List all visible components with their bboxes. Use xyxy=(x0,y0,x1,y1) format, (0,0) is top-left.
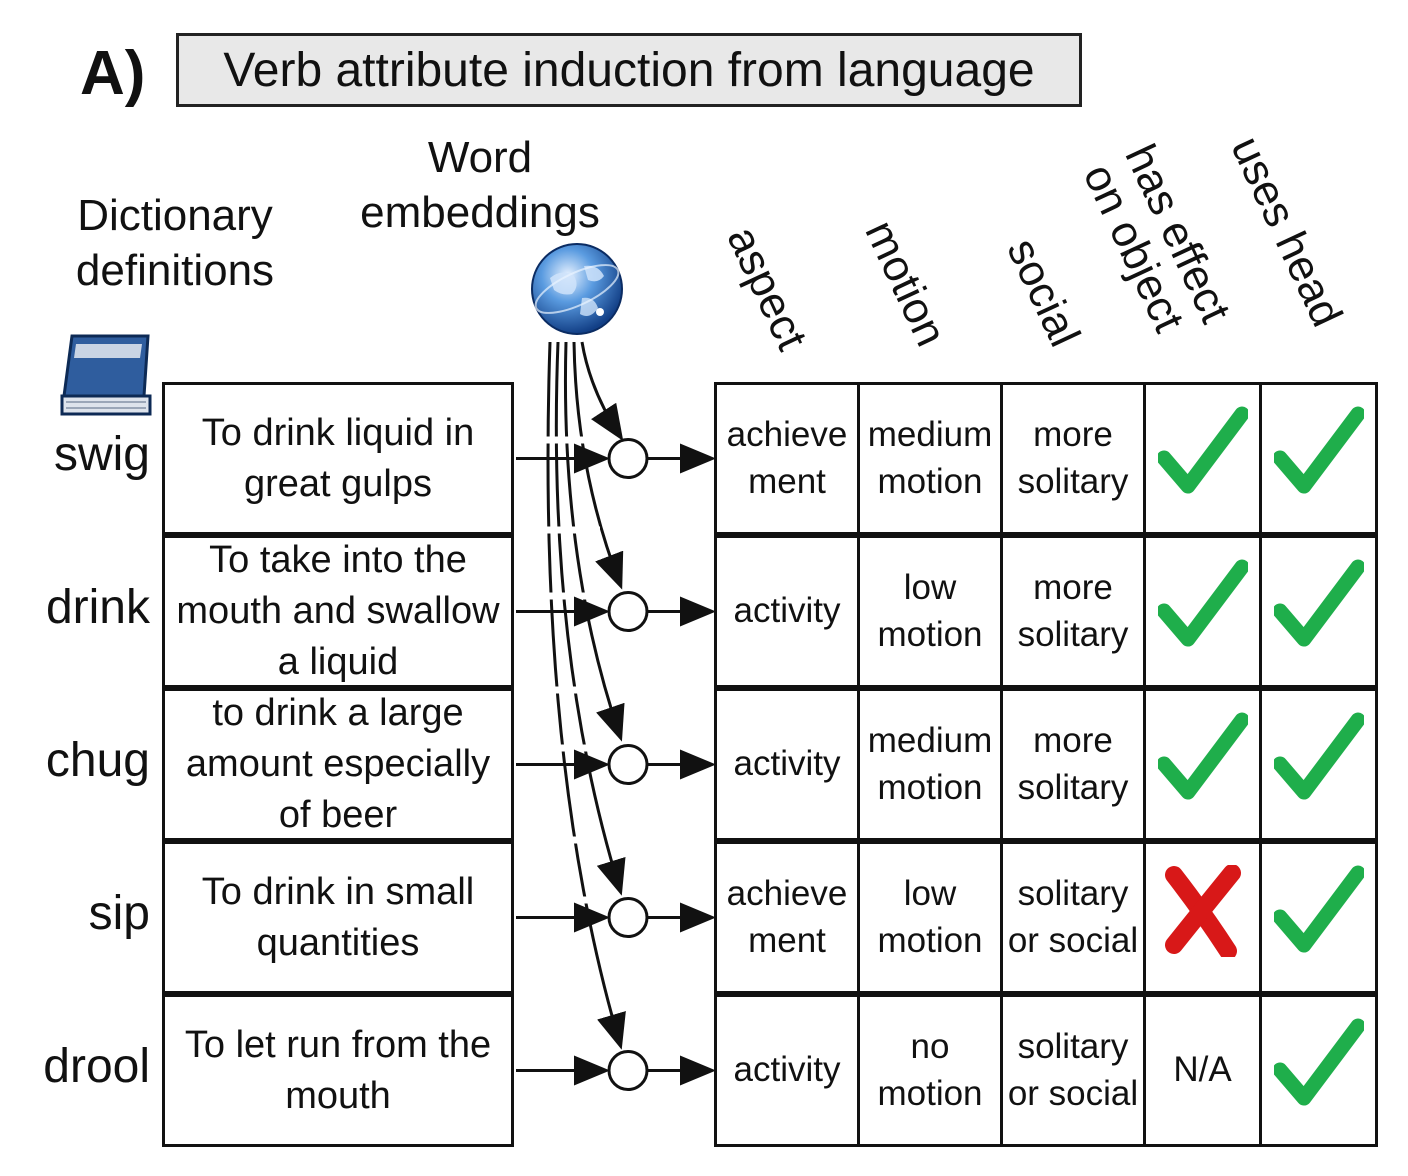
embedding-arrow-chug xyxy=(563,341,625,742)
effect-cell-sip xyxy=(1143,841,1262,994)
globe-icon xyxy=(531,243,623,335)
check-icon xyxy=(1272,559,1365,663)
social-cell-chug: more solitary xyxy=(1000,688,1146,841)
effect-cell-drool: N/A xyxy=(1143,994,1262,1147)
aspect-cell-drink: activity xyxy=(714,535,860,688)
verb-label-swig: swig xyxy=(53,427,150,481)
motion-cell-swig: medium motion xyxy=(857,382,1003,535)
combine-node-drool xyxy=(607,1050,649,1091)
verb-label-chug: chug xyxy=(45,733,150,787)
motion-cell-drool: no motion xyxy=(857,994,1003,1147)
figure-title: Verb attribute induction from language xyxy=(176,33,1082,107)
combine-node-sip xyxy=(607,897,649,938)
definition-box-swig: To drink liquid in great gulps xyxy=(162,382,514,535)
head-cell-sip xyxy=(1259,841,1378,994)
definition-box-drink: To take into the mouth and swallow a liq… xyxy=(162,535,514,688)
book-icon xyxy=(60,334,152,416)
verb-label-sip: sip xyxy=(88,886,150,940)
definition-box-drool: To let run from the mouth xyxy=(162,994,514,1147)
check-icon xyxy=(1156,712,1249,816)
embeddings-header: Word embeddings xyxy=(360,133,600,237)
aspect-cell-swig: achieve ment xyxy=(714,382,860,535)
panel-label: A) xyxy=(80,39,146,108)
verb-label-drool: drool xyxy=(43,1039,150,1093)
combine-node-swig xyxy=(607,438,649,479)
social-cell-drink: more solitary xyxy=(1000,535,1146,688)
motion-cell-drink: low motion xyxy=(857,535,1003,688)
head-cell-drool xyxy=(1259,994,1378,1147)
definition-box-sip: To drink in small quantities xyxy=(162,841,514,994)
check-icon xyxy=(1272,1018,1365,1122)
aspect-cell-sip: achieve ment xyxy=(714,841,860,994)
combine-node-chug xyxy=(607,744,649,785)
aspect-cell-chug: activity xyxy=(714,688,860,841)
definition-box-chug: to drink a large amount especially of be… xyxy=(162,688,514,841)
effect-cell-drink xyxy=(1143,535,1262,688)
aspect-cell-drool: activity xyxy=(714,994,860,1147)
embedding-arrow-sip xyxy=(554,341,626,896)
social-cell-swig: more solitary xyxy=(1000,382,1146,535)
check-icon xyxy=(1272,865,1365,969)
embedding-arrow-swig xyxy=(580,341,624,442)
check-icon xyxy=(1272,712,1365,816)
head-cell-chug xyxy=(1259,688,1378,841)
effect-cell-swig xyxy=(1143,382,1262,535)
head-cell-drink xyxy=(1259,535,1378,688)
check-icon xyxy=(1272,406,1365,510)
dictionary-header: Dictionary definitions xyxy=(75,191,275,295)
check-icon xyxy=(1156,406,1249,510)
motion-cell-chug: medium motion xyxy=(857,688,1003,841)
combine-node-drink xyxy=(607,591,649,632)
motion-cell-sip: low motion xyxy=(857,841,1003,994)
head-cell-swig xyxy=(1259,382,1378,535)
verb-label-drink: drink xyxy=(45,580,150,634)
social-cell-sip: solitary or social xyxy=(1000,841,1146,994)
effect-cell-chug xyxy=(1143,688,1262,841)
social-cell-drool: solitary or social xyxy=(1000,994,1146,1147)
check-icon xyxy=(1156,559,1249,663)
cross-icon xyxy=(1162,864,1244,969)
